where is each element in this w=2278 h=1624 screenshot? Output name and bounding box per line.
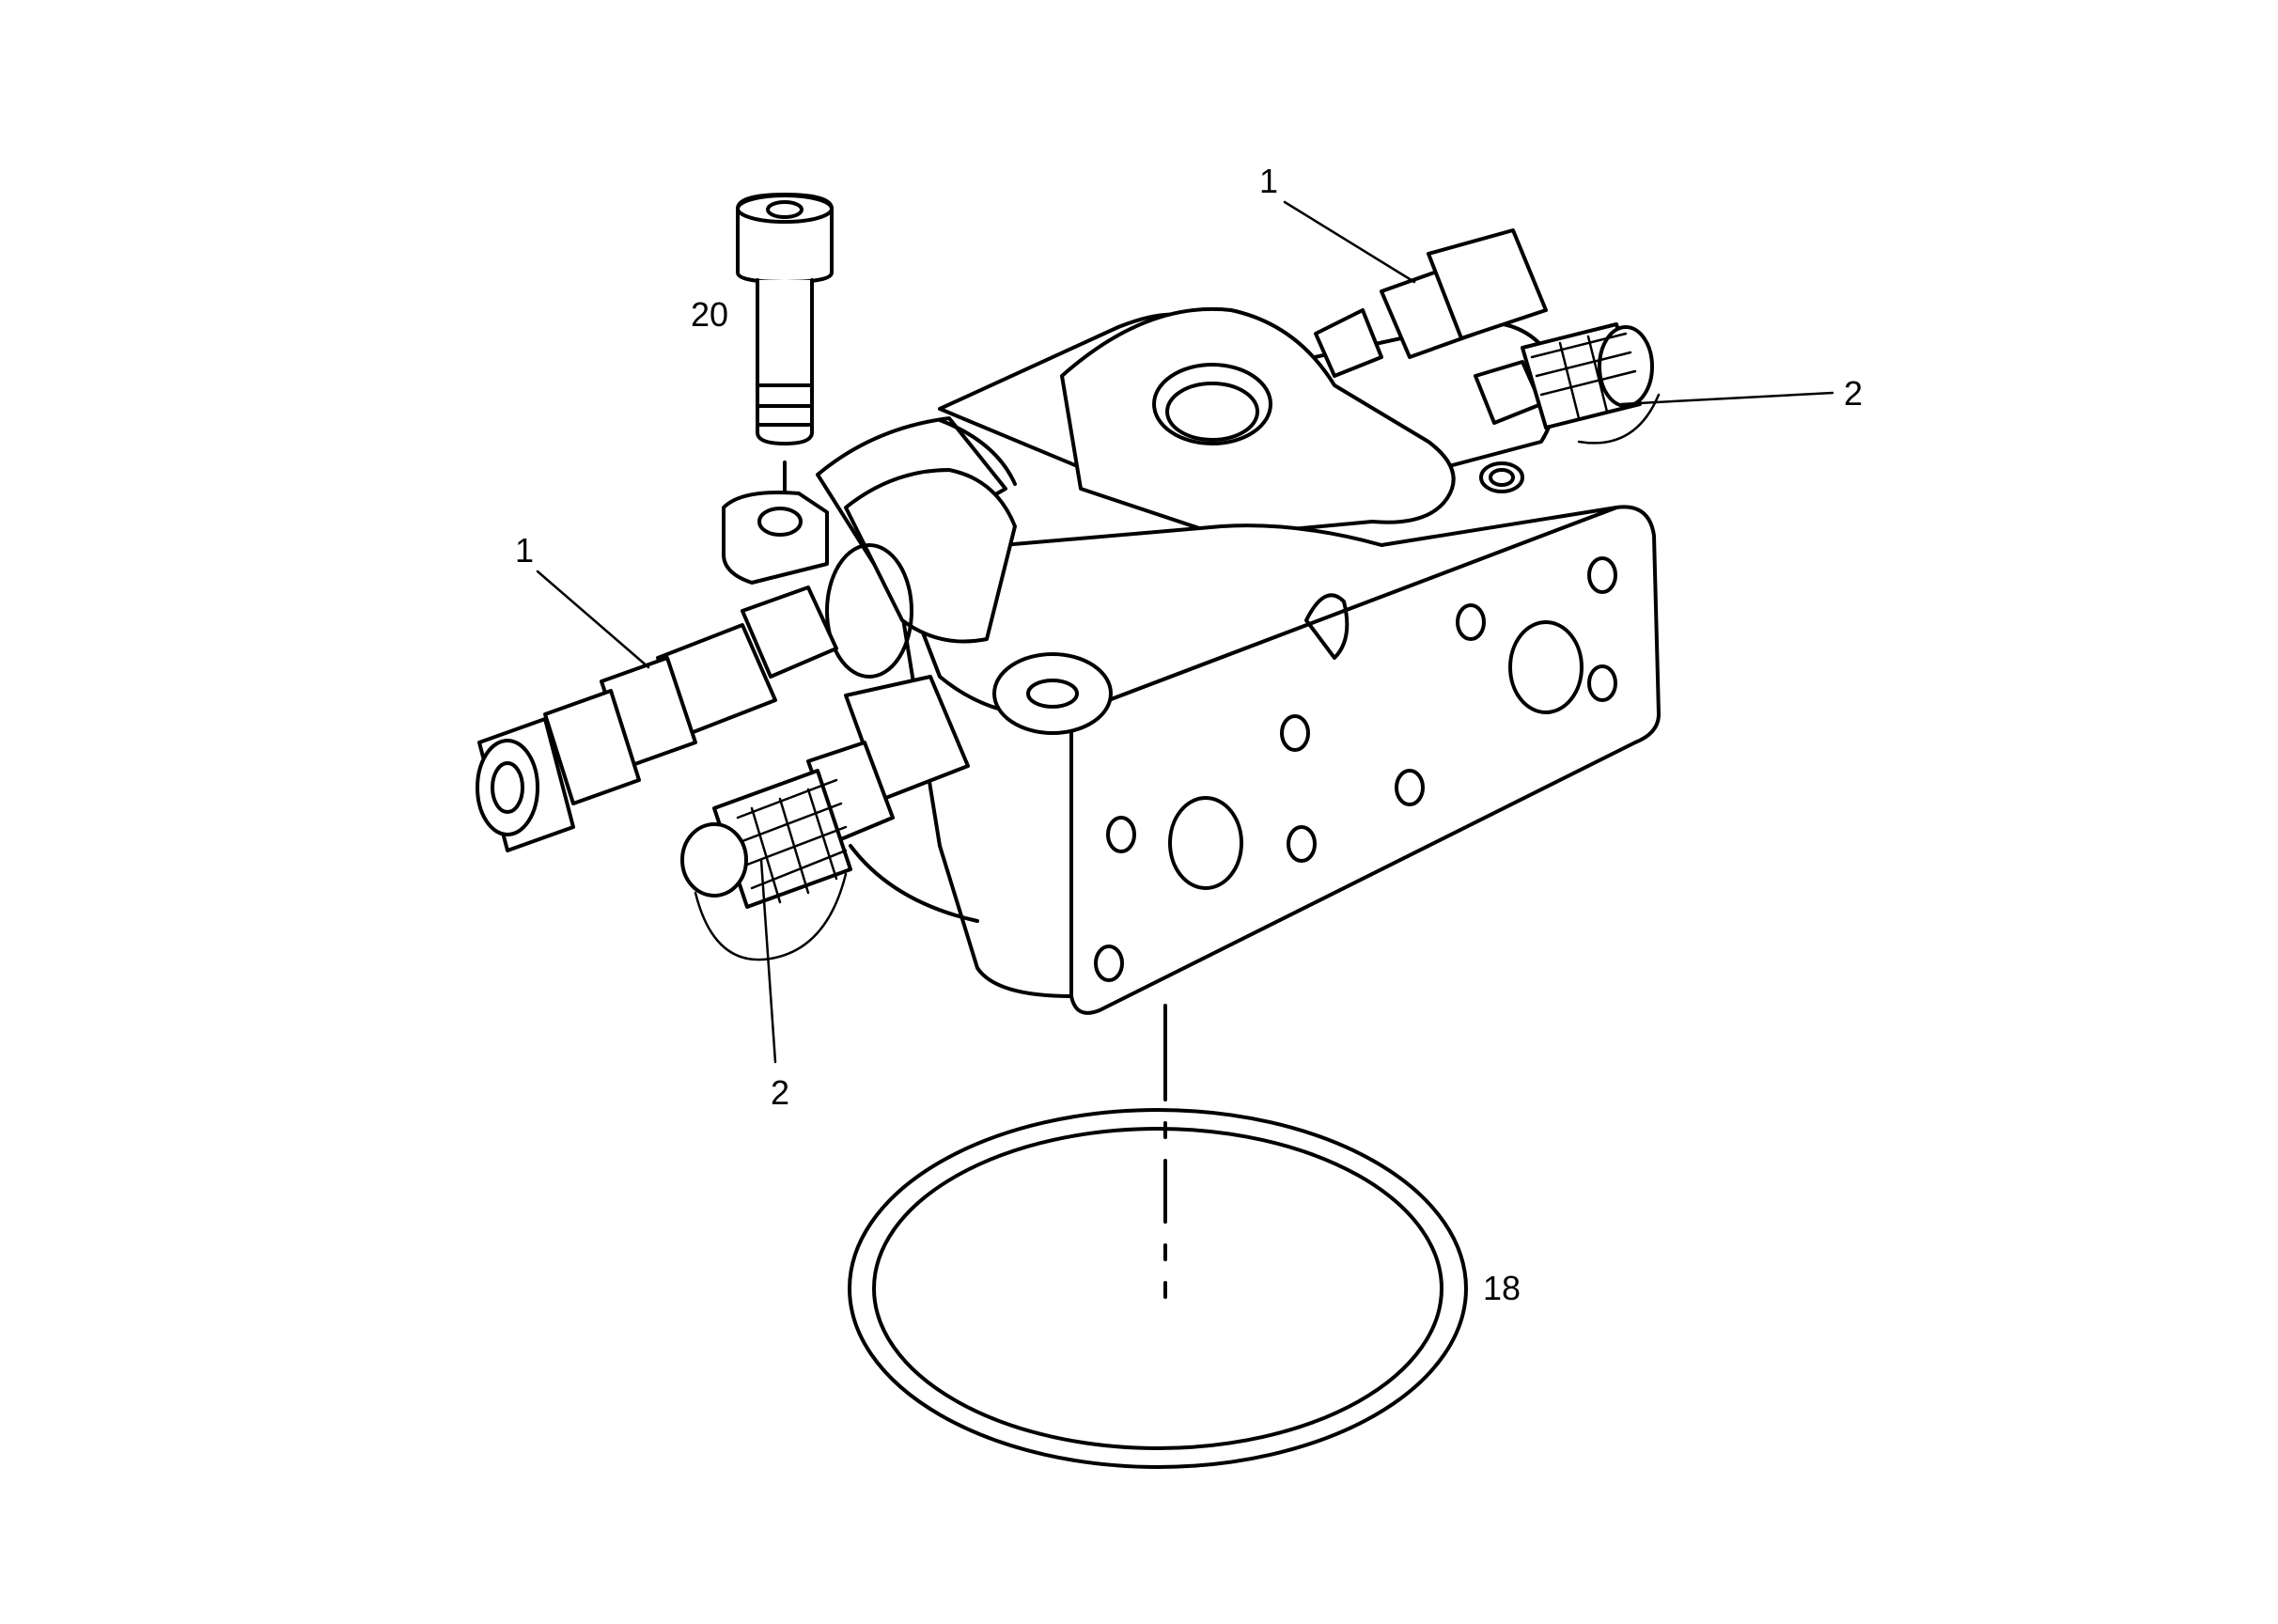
valve-body-part xyxy=(722,306,1661,1015)
callout-2-left: 2 xyxy=(771,1073,789,1112)
right-dust-cap-part xyxy=(1474,322,1661,445)
right-fitting-part xyxy=(1314,228,1548,378)
left-fitting-part xyxy=(476,586,838,852)
left-dust-cap-part xyxy=(680,675,970,961)
o-ring-part xyxy=(848,1108,1468,1469)
callout-1-right: 1 xyxy=(1259,162,1278,200)
leader-lines xyxy=(536,200,1834,1064)
callout-1-left: 1 xyxy=(515,531,534,570)
callout-20: 20 xyxy=(691,295,728,334)
cap-screw-part xyxy=(736,193,834,517)
callout-18: 18 xyxy=(1483,1269,1521,1307)
callout-2-right: 2 xyxy=(1844,374,1863,413)
